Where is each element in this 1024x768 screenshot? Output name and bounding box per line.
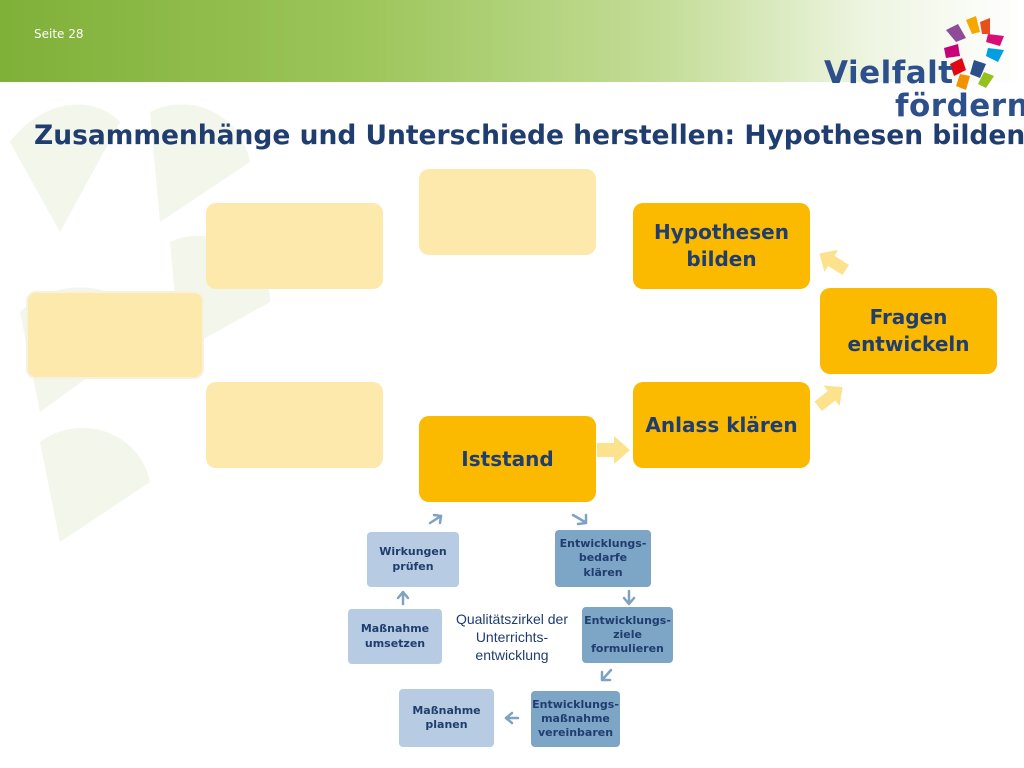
cycle-arrow-4: [504, 711, 520, 725]
page-number: Seite 28: [34, 27, 84, 41]
faded-step-box-lower-left: [206, 382, 383, 468]
slide-title: Zusammenhänge und Unterschiede herstelle…: [34, 120, 1024, 151]
cycle-arrow-5: [396, 590, 410, 606]
arrow-anlass-to-fragen: [814, 385, 843, 411]
cycle-arrow-6: [428, 513, 443, 525]
faded-step-box-top: [419, 169, 596, 255]
logo-arrows-icon: [944, 16, 1004, 90]
faded-step-box-far-left: [26, 291, 204, 379]
step-hypothesen-bilden: Hypothesen bilden: [633, 203, 810, 289]
step-fragen-entwickeln: Fragen entwickeln: [820, 288, 997, 374]
cycle-arrow-2: [622, 589, 636, 606]
step-iststand: Iststand: [419, 416, 596, 502]
cycle-step-massnahme-umsetzen: Maßnahme umsetzen: [348, 609, 442, 664]
cycle-step-massnahme-planen: Maßnahme planen: [399, 689, 494, 747]
cycle-step-wirkungen-pruefen: Wirkungen prüfen: [367, 532, 459, 587]
faded-step-box-upper-left: [206, 203, 383, 289]
logo-text-vielfalt: Vielfalt: [824, 55, 954, 91]
cycle-step-entwicklungsziele: Entwicklungs-ziele formulieren: [582, 607, 673, 663]
cycle-center-label: Qualitätszirkel der Unterrichts-entwickl…: [455, 611, 569, 664]
header-banner: [0, 0, 1024, 82]
cycle-step-entwicklungsbedarfe: Entwicklungs-bedarfe klären: [555, 530, 651, 587]
cycle-arrow-1: [571, 513, 588, 526]
arrow-fragen-to-hypothesen: [819, 249, 849, 276]
cycle-step-entwicklungsmassnahme: Entwicklungs-maßnahme vereinbaren: [531, 691, 620, 747]
cycle-arrow-3: [600, 668, 613, 682]
arrow-iststand-to-anlass: [597, 436, 630, 464]
logo-text-foerdern: fördern: [895, 88, 1024, 124]
vielfalt-logo: Vielfalt fördern: [820, 14, 1024, 122]
step-anlass-klaeren: Anlass klären: [633, 382, 810, 468]
